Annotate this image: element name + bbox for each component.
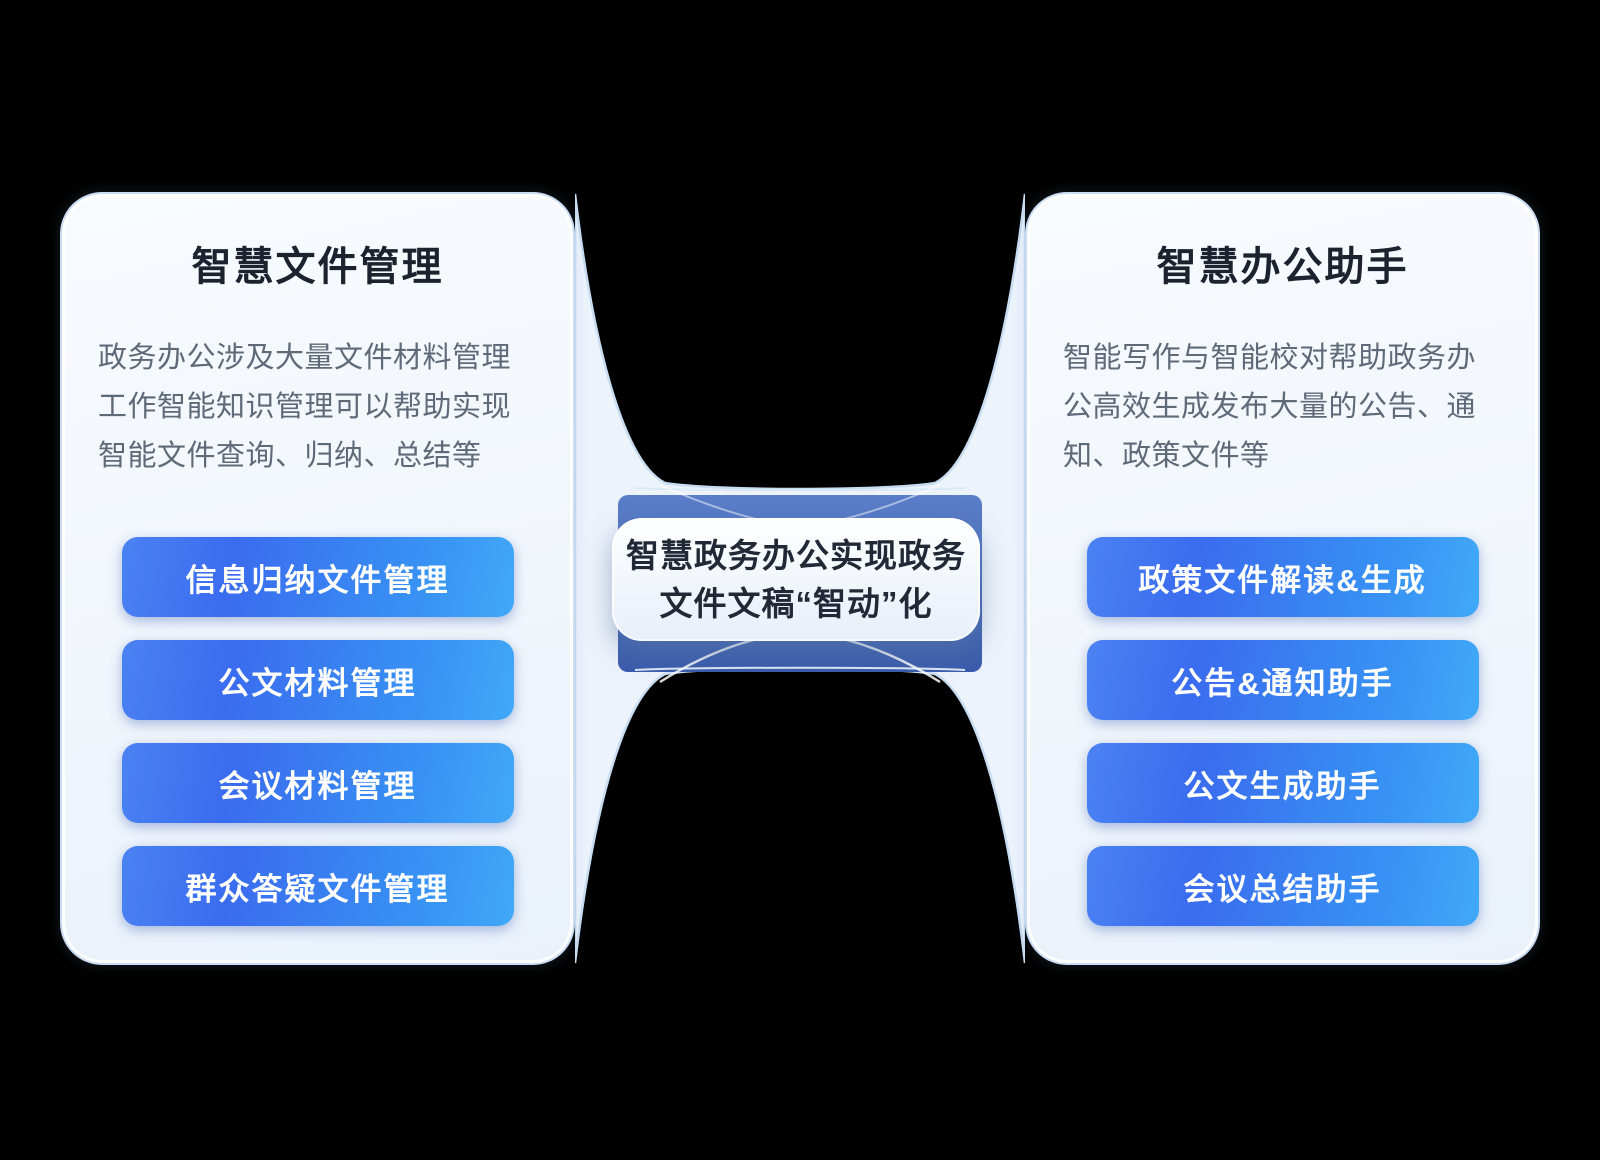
center-label: 智慧政务办公实现政务 文件文稿“智动”化	[612, 518, 980, 641]
right-card-pills: 政策文件解读&生成 公告&通知助手 公文生成助手 会议总结助手	[1027, 537, 1538, 926]
left-card-description: 政务办公涉及大量文件材料管理工作智能知识管理可以帮助实现智能文件查询、归纳、总结…	[98, 342, 512, 472]
left-card-pills: 信息归纳文件管理 公文材料管理 会议材料管理 群众答疑文件管理	[62, 537, 573, 926]
left-card-title: 智慧文件管理	[191, 245, 444, 289]
pill-meeting-material-mgmt: 会议材料管理	[121, 743, 514, 823]
right-card-title: 智慧办公助手	[1156, 245, 1409, 289]
pill-official-doc-material-mgmt: 公文材料管理	[121, 640, 514, 720]
pill-public-qa-file-mgmt: 群众答疑文件管理	[121, 846, 514, 926]
right-card: 智慧办公助手 智能写作与智能校对帮助政务办公高效生成发布大量的公告、通知、政策文…	[1025, 192, 1540, 965]
band-top-edge-line	[634, 487, 966, 492]
center-label-line2: 文件文稿“智动”化	[659, 584, 933, 622]
pill-announcement-notice-assistant: 公告&通知助手	[1086, 640, 1479, 720]
pill-info-summary-file-mgmt: 信息归纳文件管理	[121, 537, 514, 617]
pill-meeting-summary-assistant: 会议总结助手	[1086, 846, 1479, 926]
band-bottom-edge-line	[634, 666, 966, 671]
left-card: 智慧文件管理 政务办公涉及大量文件材料管理工作智能知识管理可以帮助实现智能文件查…	[60, 192, 575, 965]
center-label-line1: 智慧政务办公实现政务	[626, 536, 966, 574]
pill-official-doc-generation-assistant: 公文生成助手	[1086, 743, 1479, 823]
pill-policy-doc-interpret-generate: 政策文件解读&生成	[1086, 537, 1479, 617]
right-card-description: 智能写作与智能校对帮助政务办公高效生成发布大量的公告、通知、政策文件等	[1063, 342, 1477, 472]
